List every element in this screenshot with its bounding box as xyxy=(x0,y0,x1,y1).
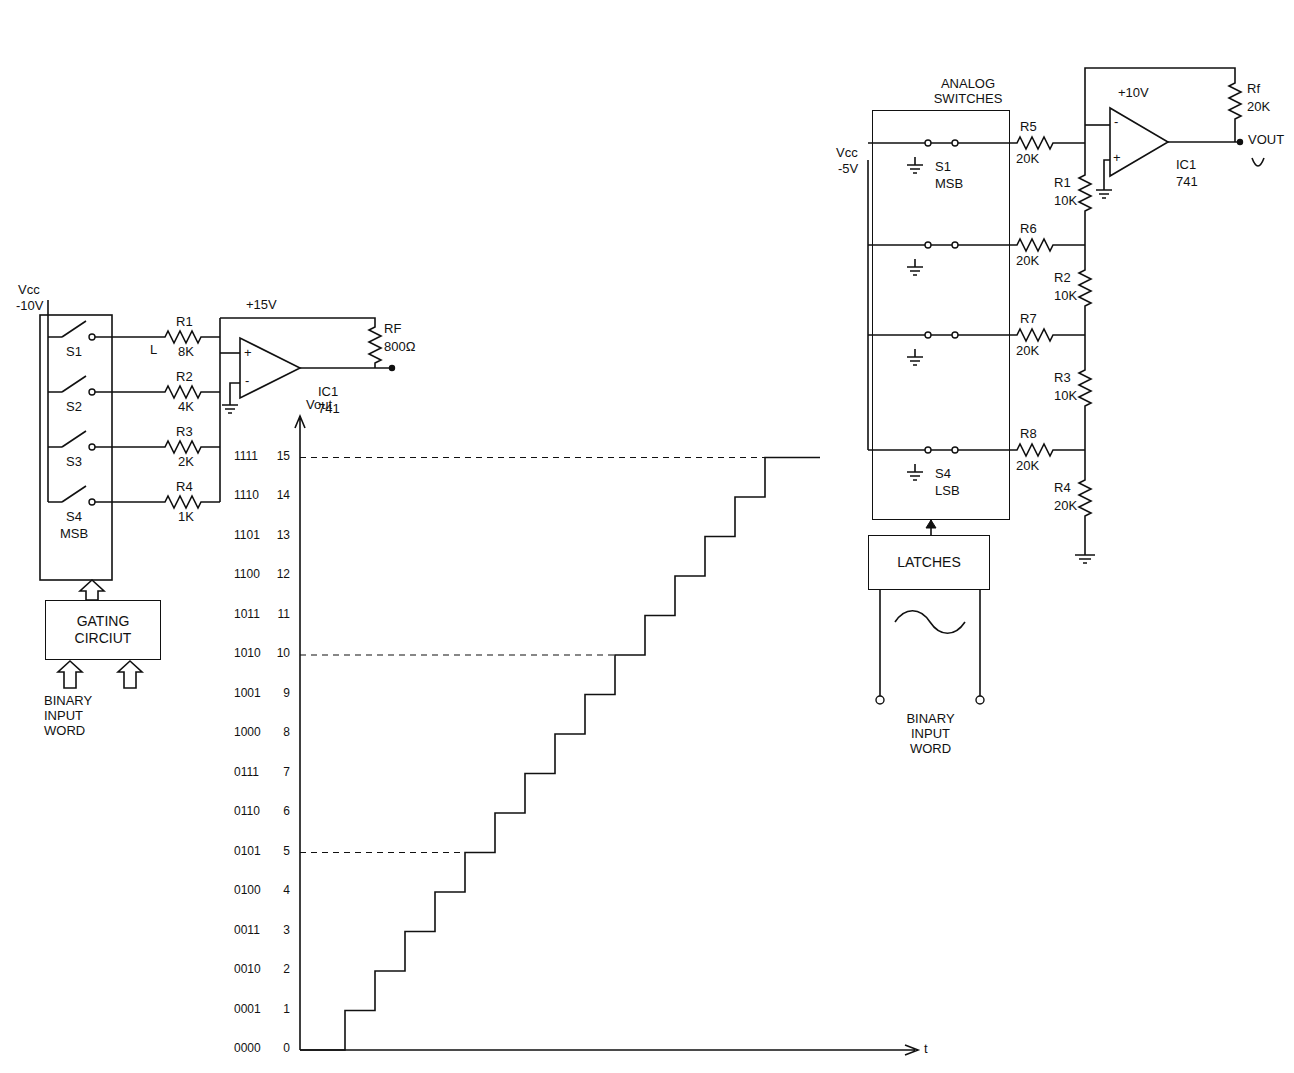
binary-code: 0011 xyxy=(234,924,260,938)
binary-code: 1101 xyxy=(234,529,260,543)
circuit-label: R2 xyxy=(1054,271,1071,286)
circuit-label: 10K xyxy=(1054,289,1077,304)
binary-code: 0001 xyxy=(234,1003,261,1017)
binary-code: 1110 xyxy=(234,489,259,503)
circuit-label: 8K xyxy=(178,345,194,360)
circuit-label: R8 xyxy=(1020,427,1037,442)
circuit-label: 14 xyxy=(268,489,290,503)
circuit-label: 11 xyxy=(268,608,290,622)
binary-code: 1001 xyxy=(234,687,261,701)
circuit-label: S3 xyxy=(66,455,82,470)
circuit-label: 9 xyxy=(268,687,290,701)
circuit-label: MSB xyxy=(60,527,88,542)
staircase-graph xyxy=(295,416,918,1055)
circuit-label: -10V xyxy=(16,299,43,314)
circuit-label: S4 xyxy=(935,467,951,482)
binary-code: 0100 xyxy=(234,884,261,898)
circuit-label: 10K xyxy=(1054,194,1077,209)
circuit-label: 20K xyxy=(1054,499,1077,514)
circuit-label: 4 xyxy=(268,884,290,898)
circuit-label: 20K xyxy=(1247,100,1270,115)
binary-code: 1000 xyxy=(234,726,261,740)
circuit-label: - xyxy=(1114,115,1118,130)
circuit-label: LSB xyxy=(935,484,960,499)
circuit-label: R6 xyxy=(1020,222,1037,237)
circuit-label: 7 xyxy=(268,766,290,780)
circuit-label: +15V xyxy=(246,298,277,313)
circuit-label: + xyxy=(244,346,252,361)
box-heading: ANALOG SWITCHES xyxy=(923,74,1013,109)
logic-block: GATING CIRCIUT xyxy=(45,600,161,660)
circuit-label: 0 xyxy=(268,1042,290,1056)
circuit-label: 10K xyxy=(1054,389,1077,404)
binary-code: 0110 xyxy=(234,805,260,819)
circuit-label: 4K xyxy=(178,400,194,415)
circuit-label: t xyxy=(924,1042,928,1057)
circuit-label: 2 xyxy=(268,963,290,977)
logic-block: LATCHES xyxy=(868,535,990,590)
circuit-label: 12 xyxy=(268,568,290,582)
circuit-label: 1 xyxy=(268,1003,290,1017)
circuit-label: 20K xyxy=(1016,459,1039,474)
circuit-label: +10V xyxy=(1118,86,1149,101)
left-dac-wiring xyxy=(40,300,395,688)
circuit-label: Vout xyxy=(306,398,332,413)
binary-code: 1111 xyxy=(234,450,258,464)
circuit-label: 800Ω xyxy=(384,340,415,355)
circuit-label: 15 xyxy=(268,450,290,464)
circuit-label: + xyxy=(1113,151,1121,166)
circuit-label: 3 xyxy=(268,924,290,938)
circuit-label: S1 xyxy=(66,345,82,360)
circuit-label: R3 xyxy=(1054,371,1071,386)
circuit-label: 2K xyxy=(178,455,194,470)
circuit-label: R7 xyxy=(1020,312,1037,327)
circuit-label: S1 xyxy=(935,160,951,175)
circuit-label: R5 xyxy=(1020,120,1037,135)
circuit-label: S2 xyxy=(66,400,82,415)
binary-code: 0111 xyxy=(234,766,259,780)
circuit-label: Rf xyxy=(1247,82,1260,97)
circuit-label: S4 xyxy=(66,510,82,525)
circuit-label: 13 xyxy=(268,529,290,543)
binary-code: 0010 xyxy=(234,963,261,977)
circuit-label: R1 xyxy=(176,315,193,330)
circuit-label: 20K xyxy=(1016,344,1039,359)
circuit-label: 10 xyxy=(268,647,290,661)
circuit-label: R4 xyxy=(1054,481,1071,496)
binary-code: 1100 xyxy=(234,568,260,582)
circuit-label: - xyxy=(245,374,249,389)
binary-code: 1011 xyxy=(234,608,260,622)
data-bus-arrow xyxy=(926,520,936,535)
circuit-label: VOUT xyxy=(1248,133,1284,148)
circuit-label: 1K xyxy=(178,510,194,525)
circuit-label: R2 xyxy=(176,370,193,385)
block-label: LATCHES xyxy=(893,552,965,573)
circuit-label: 5 xyxy=(268,845,290,859)
circuit-label: 20K xyxy=(1016,152,1039,167)
circuit-label: Vcc xyxy=(836,146,858,161)
circuit-label: 6 xyxy=(268,805,290,819)
circuit-label: R4 xyxy=(176,480,193,495)
circuit-label: R3 xyxy=(176,425,193,440)
circuit-label: -5V xyxy=(838,162,858,177)
circuit-label: Vcc xyxy=(18,283,40,298)
right-dac-wiring xyxy=(868,68,1264,704)
binary-code: 1010 xyxy=(234,647,261,661)
circuit-label: BINARY INPUT WORD xyxy=(893,712,968,757)
circuit-label: 20K xyxy=(1016,254,1039,269)
circuit-label: BINARY INPUT WORD xyxy=(44,694,116,739)
block-label: GATING CIRCIUT xyxy=(46,611,160,649)
circuit-label: MSB xyxy=(935,177,963,192)
binary-code: 0101 xyxy=(234,845,261,859)
circuit-label: 741 xyxy=(1176,175,1198,190)
circuit-label: RF xyxy=(384,322,401,337)
binary-code: 0000 xyxy=(234,1042,261,1056)
circuit-label: IC1 xyxy=(1176,158,1196,173)
circuit-label: L xyxy=(150,343,157,358)
circuit-label: R1 xyxy=(1054,176,1071,191)
circuit-label: 8 xyxy=(268,726,290,740)
